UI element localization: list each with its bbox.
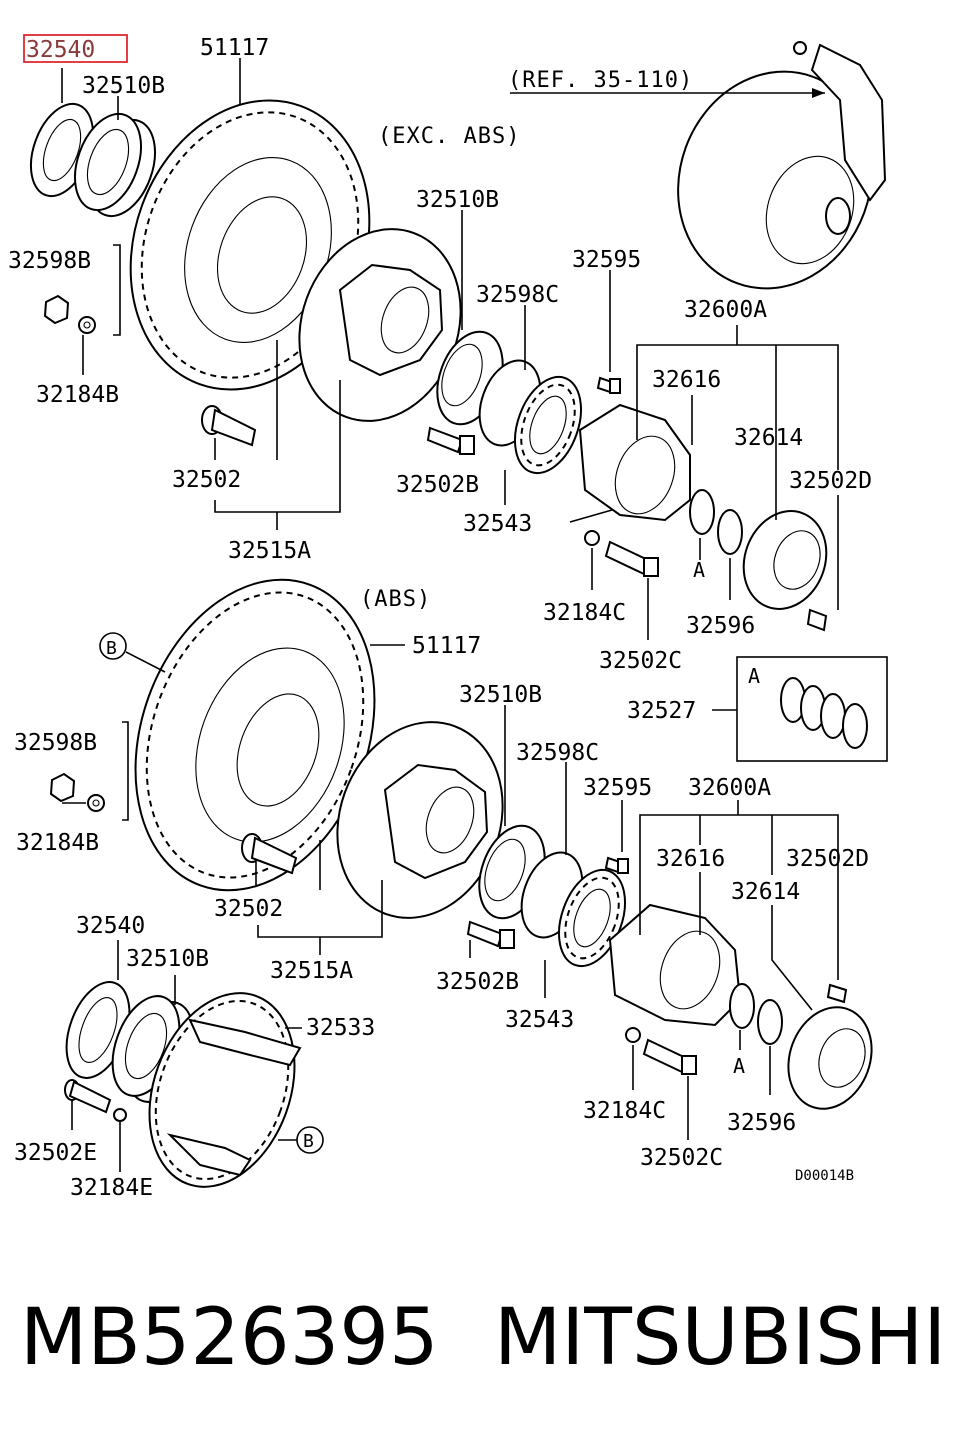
label-32502d-top: 32502D (789, 468, 872, 494)
top-assembly: 32540 32510B 51117 (EXC. ABS) (8, 34, 888, 762)
bolt-32502b-bottom (466, 920, 515, 958)
label-32598c-top: 32598C (476, 282, 559, 308)
label-32616-bottom: 32616 (656, 846, 725, 872)
label-32614-bottom: 32614 (731, 879, 800, 905)
label-32502c-bottom: 32502C (640, 1145, 723, 1171)
label-32596-bottom: 32596 (727, 1110, 796, 1136)
part-number: MB526395 (20, 1293, 439, 1383)
label-51117-top: 51117 (200, 35, 269, 61)
label-32184b-bottom: 32184B (16, 830, 99, 856)
label-32595-bottom: 32595 (583, 775, 652, 801)
marker-a-bottom: A (733, 1054, 745, 1078)
label-32515a-bottom: 32515A (270, 958, 353, 984)
label-32614-top: 32614 (734, 425, 803, 451)
marker-b-bottom: B (303, 1131, 314, 1152)
drawing-code: D00014B (795, 1168, 854, 1184)
wheel-hub-bottom (336, 721, 504, 919)
label-32184b-top: 32184B (36, 382, 119, 408)
note-exc-abs: (EXC. ABS) (378, 124, 520, 149)
label-32510b-top-inner: 32510B (416, 187, 499, 213)
part-footer: MB526395 MITSUBISHI (20, 1288, 950, 1398)
marker-b-circle-top (99, 632, 127, 660)
label-32515a-top: 32515A (228, 538, 311, 564)
snap-ring-a-bottom (729, 983, 755, 1029)
wheel-hub-top (298, 228, 462, 422)
gasket-32543-bottom (544, 868, 626, 998)
bolt-32502c-bottom (642, 1038, 697, 1140)
label-32502e: 32502E (14, 1140, 97, 1166)
gasket-32543-top (504, 375, 582, 505)
label-32595-top: 32595 (572, 247, 641, 273)
snap-ring-32596-bottom (757, 999, 783, 1045)
snap-ring-32596-top (717, 509, 743, 555)
label-32543-top: 32543 (463, 511, 532, 537)
label-32543-bottom: 32543 (505, 1007, 574, 1033)
highlight-box (23, 34, 128, 63)
label-32184c-bottom: 32184C (583, 1098, 666, 1124)
brand-name: MITSUBISHI (494, 1293, 947, 1383)
label-32510b-bottom-inner: 32510B (459, 682, 542, 708)
marker-a-top: A (693, 558, 705, 582)
label-32527: 32527 (627, 698, 696, 724)
label-32502-bottom: 32502 (214, 896, 283, 922)
marker-a-box: A (748, 664, 760, 688)
note-abs: (ABS) (360, 587, 431, 612)
abs-rotor-ring-32533 (148, 992, 302, 1188)
label-32600a-bottom: 32600A (688, 775, 771, 801)
label-32502b-top: 32502B (396, 472, 479, 498)
label-32596-top: 32596 (686, 613, 755, 639)
label-32502-top: 32502 (172, 467, 241, 493)
hub-body-32616-bottom (608, 903, 742, 1043)
label-32540-highlighted[interactable]: 32540 (26, 37, 95, 63)
snap-ring-set-32527 (780, 677, 868, 749)
bolt-32502b-top (426, 426, 475, 455)
label-32502d-bottom: 32502D (786, 846, 869, 872)
bottom-assembly: (ABS) 51117 B 32598B 32184B (14, 578, 873, 1201)
label-32502c-top: 32502C (599, 648, 682, 674)
label-32600a-top: 32600A (684, 297, 767, 323)
snap-ring-a-top (689, 489, 715, 535)
reference-caliper-view (510, 41, 887, 290)
hub-bolt-32502-top (201, 405, 257, 460)
nut-32598b-top (43, 244, 121, 336)
marker-b-top: B (106, 638, 117, 659)
bearing-32510b (74, 96, 156, 218)
label-32598b-bottom: 32598B (14, 730, 97, 756)
nut-32598b-bottom (49, 721, 129, 821)
label-32510b-bottom: 32510B (126, 946, 209, 972)
brake-rotor-bottom (134, 578, 405, 892)
bolt-32502e (64, 1079, 127, 1172)
hub-body-32616-top (569, 403, 691, 546)
bolt-32595-top (596, 270, 621, 394)
hub-cover-32614-bottom (787, 983, 873, 1110)
label-32533: 32533 (306, 1015, 375, 1041)
label-32540-bottom: 32540 (76, 913, 145, 939)
label-32184c-top: 32184C (543, 600, 626, 626)
label-32502b-bottom: 32502B (436, 969, 519, 995)
bolt-32595-bottom (604, 800, 629, 874)
marker-b-circle-bottom (296, 1126, 324, 1154)
note-ref: (REF. 35-110) (508, 68, 693, 93)
label-32616-top: 32616 (652, 367, 721, 393)
hub-bolt-32502-bottom (241, 833, 298, 885)
label-51117-bottom: 51117 (412, 633, 481, 659)
label-32598b-top: 32598B (8, 248, 91, 274)
label-32510b-top: 32510B (82, 73, 165, 99)
hub-cover-32614-top (742, 510, 828, 632)
label-32184e: 32184E (70, 1175, 153, 1201)
bolt-32502c-top (604, 540, 659, 577)
snap-ring-set-box (736, 656, 888, 762)
label-32598c-bottom: 32598C (516, 740, 599, 766)
